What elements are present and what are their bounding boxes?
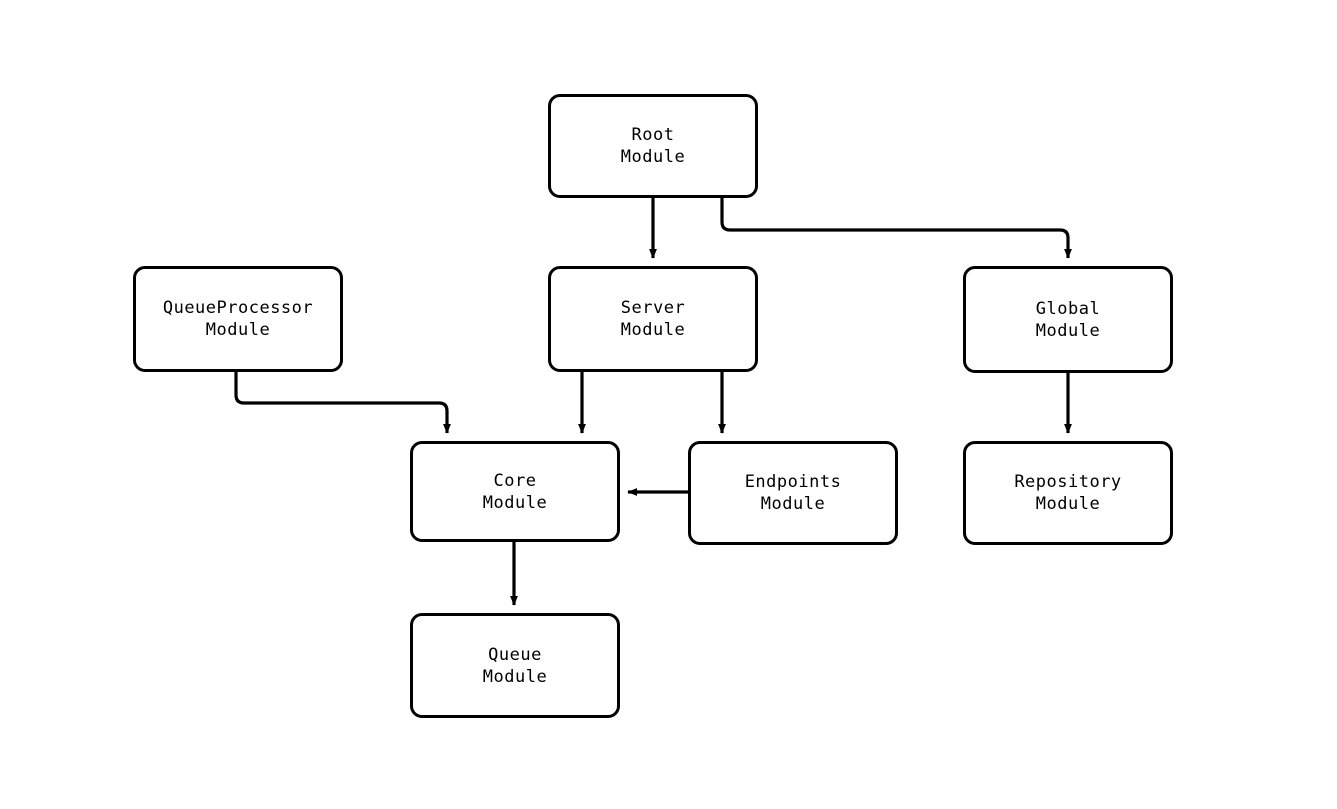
node-server-module[interactable]: Server Module — [548, 266, 758, 372]
node-repository-module[interactable]: Repository Module — [963, 441, 1173, 545]
node-server-module-label: Server Module — [620, 298, 686, 340]
node-queueprocessor-module-label: QueueProcessor Module — [162, 298, 314, 340]
node-endpoints-module-label: Endpoints Module — [744, 472, 842, 514]
node-core-module-label: Core Module — [482, 470, 548, 513]
node-queue-module-label: Queue Module — [482, 644, 548, 687]
node-root-module[interactable]: Root Module — [548, 94, 758, 198]
node-core-module[interactable]: Core Module — [410, 441, 620, 542]
node-queue-module[interactable]: Queue Module — [410, 613, 620, 718]
edge-root-to-global — [720, 198, 1072, 259]
node-global-module-label: Global Module — [1035, 298, 1101, 341]
edge-queueprocessor-to-core — [234, 372, 451, 434]
node-queueprocessor-module[interactable]: QueueProcessor Module — [133, 266, 343, 372]
node-root-module-label: Root Module — [620, 125, 686, 167]
node-global-module[interactable]: Global Module — [963, 266, 1173, 373]
node-endpoints-module[interactable]: Endpoints Module — [688, 441, 898, 545]
node-repository-module-label: Repository Module — [1014, 472, 1122, 514]
